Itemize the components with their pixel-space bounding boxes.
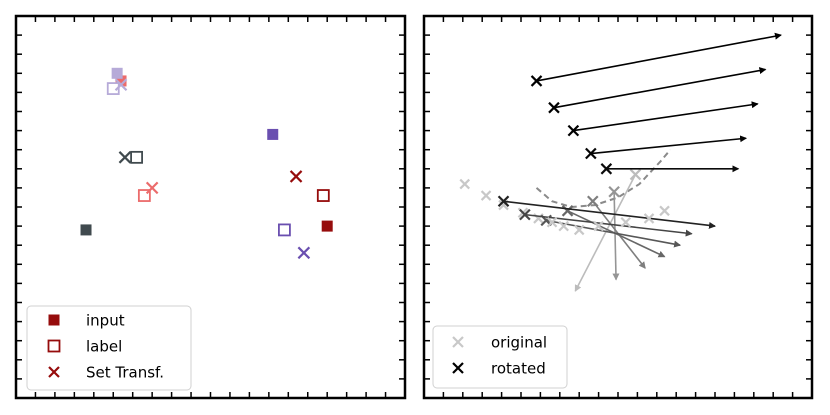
rotated-marker-stroke xyxy=(587,195,599,208)
label-marker xyxy=(137,189,151,202)
rotated-marker-stroke xyxy=(567,124,580,137)
rotated-marker xyxy=(561,205,574,217)
original-marker xyxy=(459,178,471,190)
rotated-marker-stroke xyxy=(561,205,574,217)
rotated-marker-stroke xyxy=(519,208,531,221)
original-marker xyxy=(593,220,604,232)
legend-label: Set Transf. xyxy=(86,364,164,382)
legend-box xyxy=(432,325,568,389)
legend-marker-input xyxy=(48,314,60,326)
input-marker xyxy=(115,75,127,87)
input-marker xyxy=(321,220,333,232)
original-marker xyxy=(620,217,632,228)
set-transformer-marker xyxy=(118,151,132,164)
original-marker-stroke xyxy=(593,220,604,232)
original-marker xyxy=(546,217,558,228)
set-transformer-marker-stroke xyxy=(289,170,303,183)
vector-arrow xyxy=(553,67,767,109)
set-transformer-marker-stroke xyxy=(145,181,159,195)
rotated-marker-stroke xyxy=(608,185,620,198)
original-marker-stroke xyxy=(643,213,655,224)
rotated-marker xyxy=(519,208,531,221)
set-transformer-marker xyxy=(145,181,159,195)
set-transformer-marker-stroke xyxy=(118,151,132,164)
legend-marker-label xyxy=(47,339,61,353)
rotated-marker xyxy=(629,168,642,181)
rotated-marker-stroke xyxy=(497,195,510,208)
original-marker-stroke xyxy=(546,217,558,228)
original-marker-stroke xyxy=(659,205,670,217)
legend-label: original xyxy=(491,334,547,352)
legend-label: label xyxy=(86,338,122,356)
original-marker xyxy=(480,190,492,201)
legend-marker-original-stroke xyxy=(452,336,464,348)
rotated-marker xyxy=(587,195,599,208)
legend-marker-rotated xyxy=(452,362,464,374)
original-marker-stroke xyxy=(480,190,492,201)
label-marker xyxy=(278,223,291,237)
rotated-marker-stroke xyxy=(600,163,613,175)
vector-arrow xyxy=(590,135,748,155)
dashed-curve xyxy=(535,149,672,209)
input-marker xyxy=(267,128,279,140)
original-marker xyxy=(643,213,655,224)
legend-marker-set-transformer-stroke xyxy=(48,366,60,378)
rotated-marker xyxy=(497,195,510,208)
vector-arrow xyxy=(536,32,782,82)
set-transformer-marker xyxy=(114,78,128,92)
rotated-marker-stroke xyxy=(530,75,543,87)
legend-marker-original xyxy=(452,336,464,348)
input-marker xyxy=(80,224,92,236)
rotated-marker-stroke xyxy=(548,101,560,114)
rotated-marker xyxy=(600,163,613,175)
rotated-marker xyxy=(608,185,620,198)
legend-box xyxy=(26,305,192,391)
original-marker xyxy=(573,224,585,236)
original-marker-stroke xyxy=(558,220,569,232)
vector-arrow xyxy=(546,219,682,248)
label-marker xyxy=(316,189,330,202)
chart-right-panel: original rotated xyxy=(422,14,814,400)
set-transformer-marker xyxy=(289,170,303,183)
rotated-marker xyxy=(548,101,560,114)
input-marker xyxy=(111,67,123,79)
label-marker xyxy=(130,150,143,164)
original-marker-stroke xyxy=(620,217,632,228)
legend-marker-set-transformer xyxy=(48,366,60,378)
set-transformer-marker-stroke xyxy=(297,246,311,260)
rotated-marker-stroke xyxy=(629,168,642,181)
original-marker-stroke xyxy=(459,178,471,190)
set-transformer-marker xyxy=(297,246,311,260)
original-marker xyxy=(558,220,569,232)
legend-label: rotated xyxy=(491,360,546,378)
vector-arrow xyxy=(612,191,620,281)
vector-arrow xyxy=(503,200,716,229)
legend-marker-rotated-stroke xyxy=(452,362,464,374)
vector-arrow xyxy=(573,101,759,132)
original-marker xyxy=(659,205,670,217)
rotated-marker xyxy=(530,75,543,87)
original-marker-stroke xyxy=(573,224,585,236)
legend-label: input xyxy=(86,312,125,330)
set-transformer-marker-stroke xyxy=(114,78,128,92)
rotated-marker xyxy=(585,147,597,160)
rotated-marker-stroke xyxy=(585,147,597,160)
vector-arrow xyxy=(524,213,693,237)
vector-arrow xyxy=(574,174,637,292)
rotated-marker xyxy=(567,124,580,137)
